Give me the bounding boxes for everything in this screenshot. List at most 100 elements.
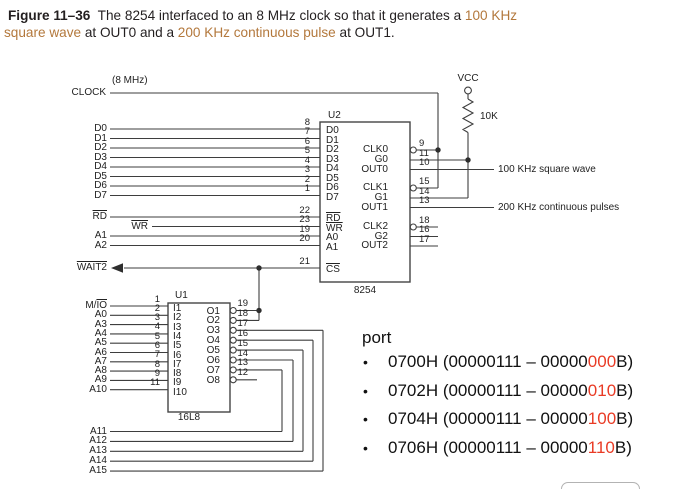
port-item-0700: •0700H (00000111 – 00000000B) bbox=[363, 352, 633, 372]
bullet-icon: • bbox=[363, 382, 368, 399]
u1-pin-label-i1: I1 bbox=[173, 303, 182, 314]
u2-pin-label-d6: D6 bbox=[326, 182, 339, 193]
signal-label-wait2: WAIT2 bbox=[77, 263, 107, 273]
signal-label-d0: D0 bbox=[94, 123, 107, 134]
u2-pin-label-a0: A0 bbox=[326, 232, 339, 243]
u1-pin-label-o7: O7 bbox=[206, 364, 220, 376]
pin-number: 21 bbox=[299, 255, 310, 267]
overline-text: RD bbox=[326, 213, 341, 224]
u2-pin-label-wr: WR bbox=[326, 223, 343, 234]
port-value-end: B) bbox=[616, 409, 634, 429]
pin-number: 4 bbox=[154, 321, 160, 333]
junction-dot bbox=[256, 307, 262, 314]
u2-pin-label-d2: D2 bbox=[326, 144, 339, 155]
u1-pin-label-i6: I6 bbox=[173, 349, 182, 361]
signal-label-a5: A5 bbox=[94, 337, 107, 349]
u1-pin-label-o3: O3 bbox=[206, 325, 220, 337]
u2-part-label: 8254 bbox=[353, 285, 377, 296]
pin-number: 3 bbox=[304, 164, 310, 175]
signal-label-wr: WR bbox=[131, 220, 148, 232]
pin-number: 13 bbox=[237, 357, 249, 369]
port-item-0706: •0706H (00000111 – 00000110B) bbox=[363, 438, 632, 458]
port-bits-red: 110 bbox=[587, 438, 615, 458]
u2-pin-label-out2: OUT2 bbox=[361, 240, 388, 251]
port-bits-red: 000 bbox=[587, 352, 617, 371]
pin-number: 8 bbox=[154, 358, 160, 370]
out0-note: 100 KHz square wave bbox=[498, 163, 596, 175]
u2-pin-label-d7: D7 bbox=[326, 191, 339, 203]
pin-number: 1 bbox=[304, 183, 310, 194]
pin-number: 16 bbox=[419, 224, 430, 235]
signal-label-a10: A10 bbox=[89, 383, 107, 395]
port-item-0704: •0704H (00000111 – 00000100B) bbox=[363, 409, 633, 429]
out1-note: 200 KHz continuous pulses bbox=[498, 201, 620, 213]
pin-number: 6 bbox=[154, 340, 160, 351]
pin-number: 15 bbox=[237, 337, 249, 349]
overline-text: WAIT2 bbox=[76, 262, 107, 273]
pin-number: 2 bbox=[154, 302, 160, 314]
pin-number: 18 bbox=[419, 214, 430, 226]
u2-pin-label-g0: G0 bbox=[374, 154, 388, 165]
signal-label-a12: A12 bbox=[89, 435, 107, 447]
caption-accent-100khz: 100 KHz bbox=[464, 8, 518, 23]
port-value: 0700H (00000111 – 00000 bbox=[388, 352, 588, 371]
resistor-value-label: 10K bbox=[480, 111, 498, 122]
overline-text: CS bbox=[326, 264, 340, 275]
caption-text: at OUT1. bbox=[335, 25, 395, 40]
pin-number: 23 bbox=[299, 214, 310, 225]
pin-number: 11 bbox=[150, 377, 160, 389]
clock-frequency-label: (8 MHz) bbox=[112, 75, 148, 86]
u1-part-label: 16L8 bbox=[177, 412, 201, 423]
pin-bubble-icon bbox=[409, 223, 417, 231]
signal-label-d3: D3 bbox=[94, 151, 107, 163]
pin-number: 14 bbox=[237, 347, 249, 359]
pin-bubble-icon bbox=[229, 336, 237, 344]
figure-caption-line2: square wave at OUT0 and a 200 KHz contin… bbox=[4, 24, 395, 41]
pin-number: 13 bbox=[419, 195, 430, 206]
pin-number: 9 bbox=[154, 367, 160, 379]
port-bits-red: 100 bbox=[587, 409, 617, 429]
pin-bubble-icon bbox=[229, 316, 237, 324]
port-value: 0702H (00000111 – 00000 bbox=[388, 380, 588, 400]
pin-number: 10 bbox=[419, 157, 430, 168]
signal-label-a15: A15 bbox=[89, 465, 107, 477]
signal-label-d2: D2 bbox=[94, 142, 107, 153]
signal-label-d7: D7 bbox=[94, 189, 107, 201]
pin-number: 5 bbox=[154, 330, 160, 342]
u1-pin-label-o2: O2 bbox=[206, 315, 220, 327]
u1-pin-label-i10: I10 bbox=[173, 386, 187, 398]
bullet-icon: • bbox=[363, 354, 368, 370]
signal-label-d6: D6 bbox=[94, 180, 107, 191]
pin-number: 7 bbox=[154, 349, 160, 361]
bullet-icon: • bbox=[363, 440, 368, 457]
u1-pin-label-o6: O6 bbox=[206, 355, 220, 366]
signal-label-a13: A13 bbox=[89, 445, 107, 457]
u2-pin-label-a1: A1 bbox=[326, 241, 339, 253]
overline-text: IO bbox=[96, 300, 107, 311]
pin-number: 2 bbox=[304, 173, 310, 185]
pin-number: 22 bbox=[299, 204, 310, 216]
overline-text: WR bbox=[131, 220, 148, 232]
pin-bubble-icon bbox=[229, 356, 237, 364]
u1-chip-body bbox=[167, 302, 231, 413]
signal-label-a0: A0 bbox=[94, 309, 107, 321]
u1-pin-label-i3: I3 bbox=[173, 321, 182, 333]
signal-label-a4: A4 bbox=[94, 327, 107, 339]
u1-ref-label: U1 bbox=[175, 290, 188, 301]
pin-number: 17 bbox=[419, 233, 430, 245]
pin-number: 14 bbox=[419, 185, 430, 197]
u2-pin-label-out1: OUT1 bbox=[361, 201, 388, 213]
u2-pin-label-cs: CS bbox=[326, 265, 340, 275]
signal-label-a1: A1 bbox=[94, 230, 107, 241]
pin-number: 6 bbox=[304, 135, 310, 147]
pin-bubble-icon bbox=[229, 376, 237, 384]
pin-bubble-icon bbox=[229, 326, 237, 334]
partial-button[interactable] bbox=[561, 482, 640, 489]
port-value-end: B) bbox=[616, 380, 634, 400]
u1-pin-label-o1: O1 bbox=[206, 305, 220, 317]
pin-number: 18 bbox=[237, 307, 249, 319]
u1-pin-label-i2: I2 bbox=[173, 312, 182, 324]
signal-label-a7: A7 bbox=[94, 355, 107, 367]
u1-pin-label-i8: I8 bbox=[173, 368, 182, 380]
